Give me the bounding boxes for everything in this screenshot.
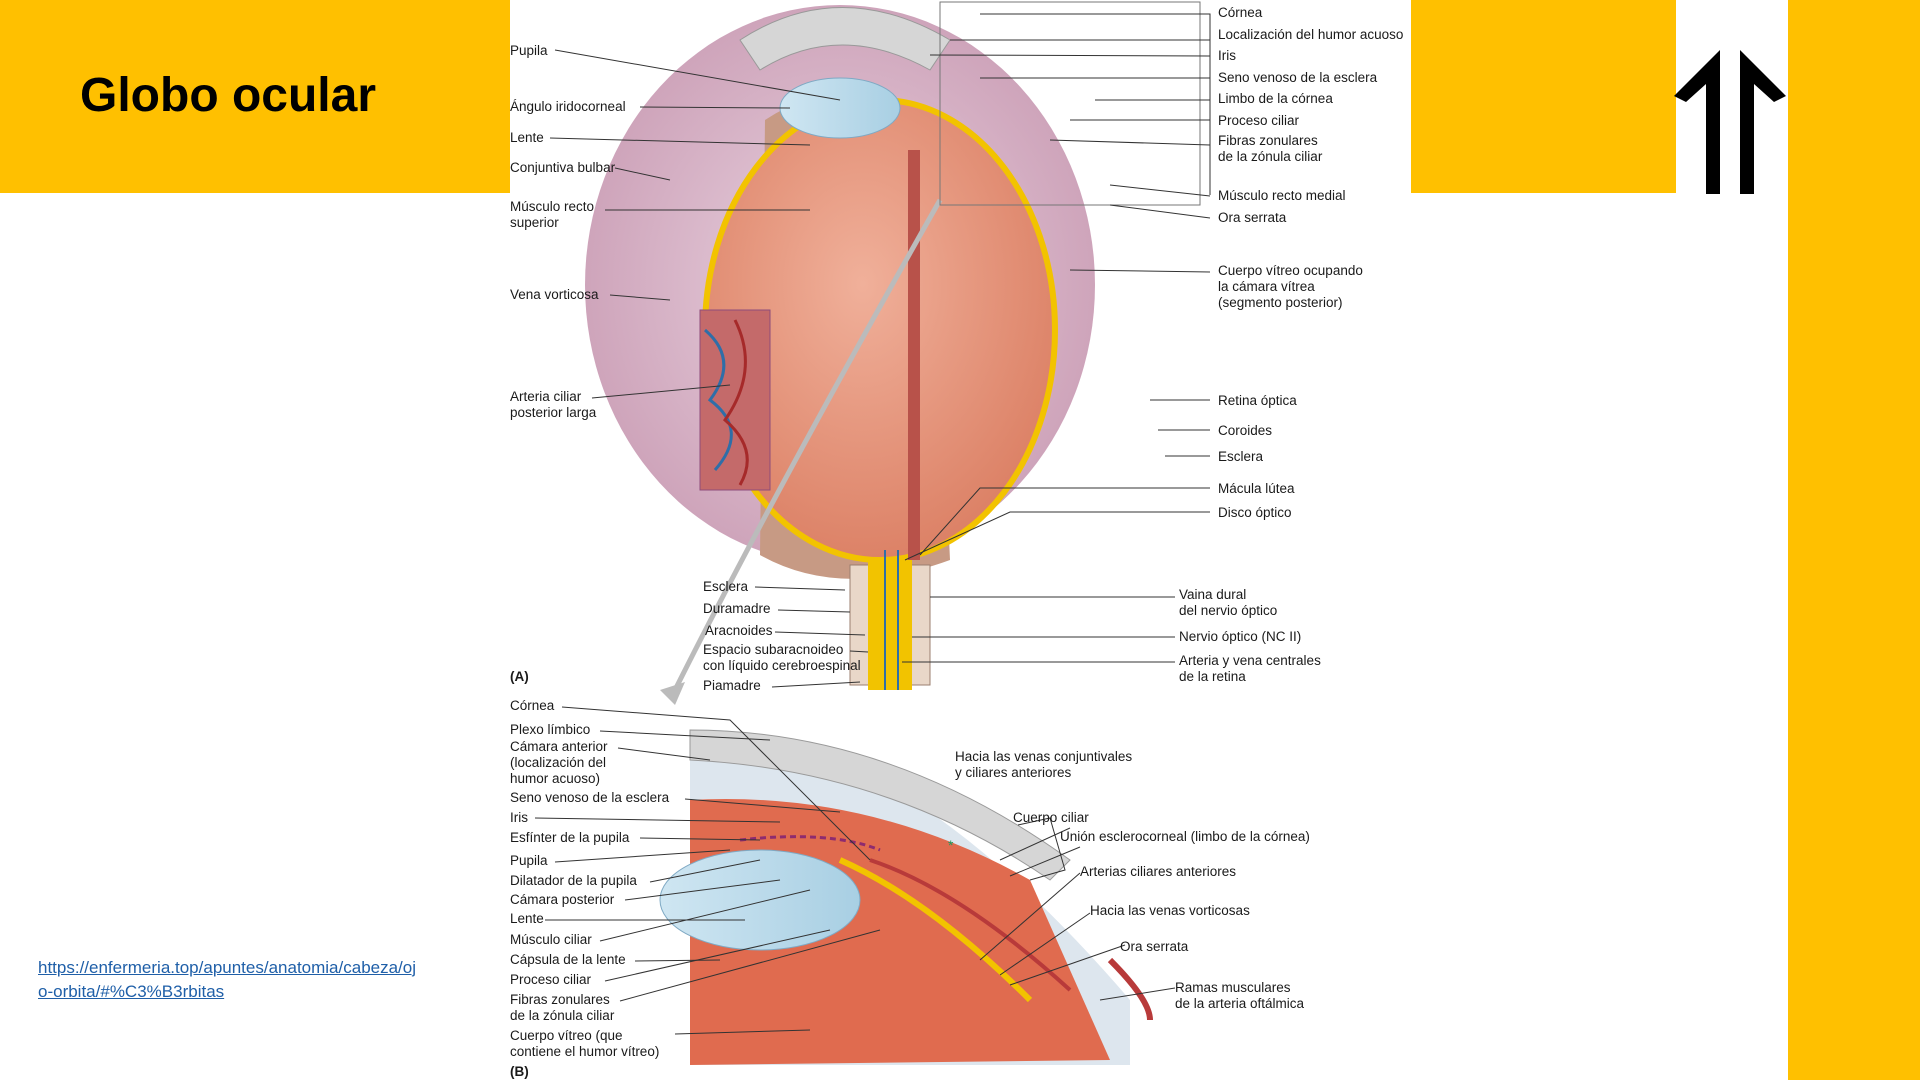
label-a-angulo: Ángulo iridocorneal <box>510 99 626 114</box>
label-a-aracnoides: Aracnoides <box>705 623 773 638</box>
label-b-fibras: Fibras zonulares de la zónula ciliar <box>510 992 615 1023</box>
label-b-hacia-vort: Hacia las venas vorticosas <box>1090 903 1250 918</box>
eyeball-illustration: * <box>534 1 1211 1065</box>
optic-nerve-core <box>868 560 912 690</box>
panel-label-a: (A) <box>510 669 529 684</box>
header-band-right <box>1411 0 1676 193</box>
label-a-espacio: Espacio subaracnoideo con líquido cerebr… <box>703 642 861 673</box>
zoom-region-box <box>939 1 1201 206</box>
label-b-union: Unión esclerocorneal (limbo de la córnea… <box>1060 829 1310 844</box>
label-b-camara-anterior: Cámara anterior (localización del humor … <box>510 739 608 786</box>
label-a-cornea: Córnea <box>1218 5 1263 20</box>
label-b-arterias: Arterias ciliares anteriores <box>1080 864 1237 879</box>
label-a-piamadre: Piamadre <box>703 678 761 693</box>
label-a-fibras-zonulares: Fibras zonulares de la zónula ciliar <box>1218 133 1323 164</box>
label-a-vena-vorticosa: Vena vorticosa <box>510 287 599 302</box>
label-a-arteria-vena: Arteria y vena centrales de la retina <box>1179 653 1321 684</box>
header-band-left <box>0 0 510 193</box>
label-b-proceso: Proceso ciliar <box>510 972 592 987</box>
lens-shape <box>779 77 901 139</box>
label-b-hacia-conj: Hacia las venas conjuntivales y ciliares… <box>955 749 1133 780</box>
label-a-nerve-esclera: Esclera <box>703 579 749 594</box>
label-b-iris: Iris <box>510 810 528 825</box>
source-link[interactable]: https://enfermeria.top/apuntes/anatomia/… <box>38 958 417 1001</box>
eyeball-anatomy-figure: * <box>510 0 1411 1080</box>
section-b-iris-dashes <box>739 835 881 852</box>
label-a-recto-medial: Músculo recto medial <box>1218 188 1346 203</box>
zoom-arrow <box>672 198 943 692</box>
section-b-cornea <box>689 729 1071 881</box>
label-a-conjuntiva: Conjuntiva bulbar <box>510 160 616 175</box>
label-a-seno-venoso: Seno venoso de la esclera <box>1218 70 1378 85</box>
label-a-coroides: Coroides <box>1218 423 1273 438</box>
label-b-pupila: Pupila <box>510 853 548 868</box>
slide-title: Globo ocular <box>80 69 377 122</box>
label-a-cuerpo-vitreo: Cuerpo vítreo ocupando la cámara vítrea … <box>1218 263 1363 310</box>
label-a-humor-acuoso: Localización del humor acuoso <box>1218 27 1404 42</box>
label-b-musculo-ciliar: Músculo ciliar <box>510 932 592 947</box>
label-a-nervio: Nervio óptico (NC II) <box>1179 629 1302 644</box>
label-b-cuerpo-ciliar: Cuerpo ciliar <box>1013 810 1089 825</box>
label-b-seno: Seno venoso de la esclera <box>510 790 670 805</box>
label-a-macula: Mácula lútea <box>1218 481 1295 496</box>
label-b-esfinter: Esfínter de la pupila <box>510 830 630 845</box>
label-a-esclera: Esclera <box>1218 449 1264 464</box>
label-a-lente: Lente <box>510 130 544 145</box>
label-b-ramas: Ramas musculares de la arteria oftálmica <box>1175 980 1305 1011</box>
label-a-proceso-ciliar: Proceso ciliar <box>1218 113 1300 128</box>
panel-label-b: (B) <box>510 1064 529 1079</box>
label-a-duramadre: Duramadre <box>703 601 771 616</box>
label-b-vitreo: Cuerpo vítreo (que contiene el humor vít… <box>510 1028 660 1059</box>
label-b-dilatador: Dilatador de la pupila <box>510 873 637 888</box>
label-a-iris: Iris <box>1218 48 1236 63</box>
cut-divider <box>908 150 920 560</box>
label-a-disco: Disco óptico <box>1218 505 1292 520</box>
label-b-capsula: Cápsula de la lente <box>510 952 626 967</box>
label-b-ora: Ora serrata <box>1120 939 1189 954</box>
label-a-ora-serrata: Ora serrata <box>1218 210 1287 225</box>
label-b-lente: Lente <box>510 911 544 926</box>
label-b-camara-posterior: Cámara posterior <box>510 892 615 907</box>
svg-text:*: * <box>948 837 954 853</box>
section-b-lens <box>659 849 861 951</box>
label-a-recto-superior: Músculo recto superior <box>510 199 595 230</box>
label-b-cornea: Córnea <box>510 698 555 713</box>
label-a-vaina: Vaina dural del nervio óptico <box>1179 587 1278 618</box>
label-a-arteria-ciliar: Arteria ciliar posterior larga <box>510 389 597 420</box>
double-arrow-up-icon <box>1668 44 1792 196</box>
label-b-plexo: Plexo límbico <box>510 722 591 737</box>
label-a-limbo: Limbo de la córnea <box>1218 91 1333 106</box>
label-a-pupila: Pupila <box>510 43 548 58</box>
side-band-right <box>1788 0 1920 1080</box>
label-a-retina: Retina óptica <box>1218 393 1297 408</box>
